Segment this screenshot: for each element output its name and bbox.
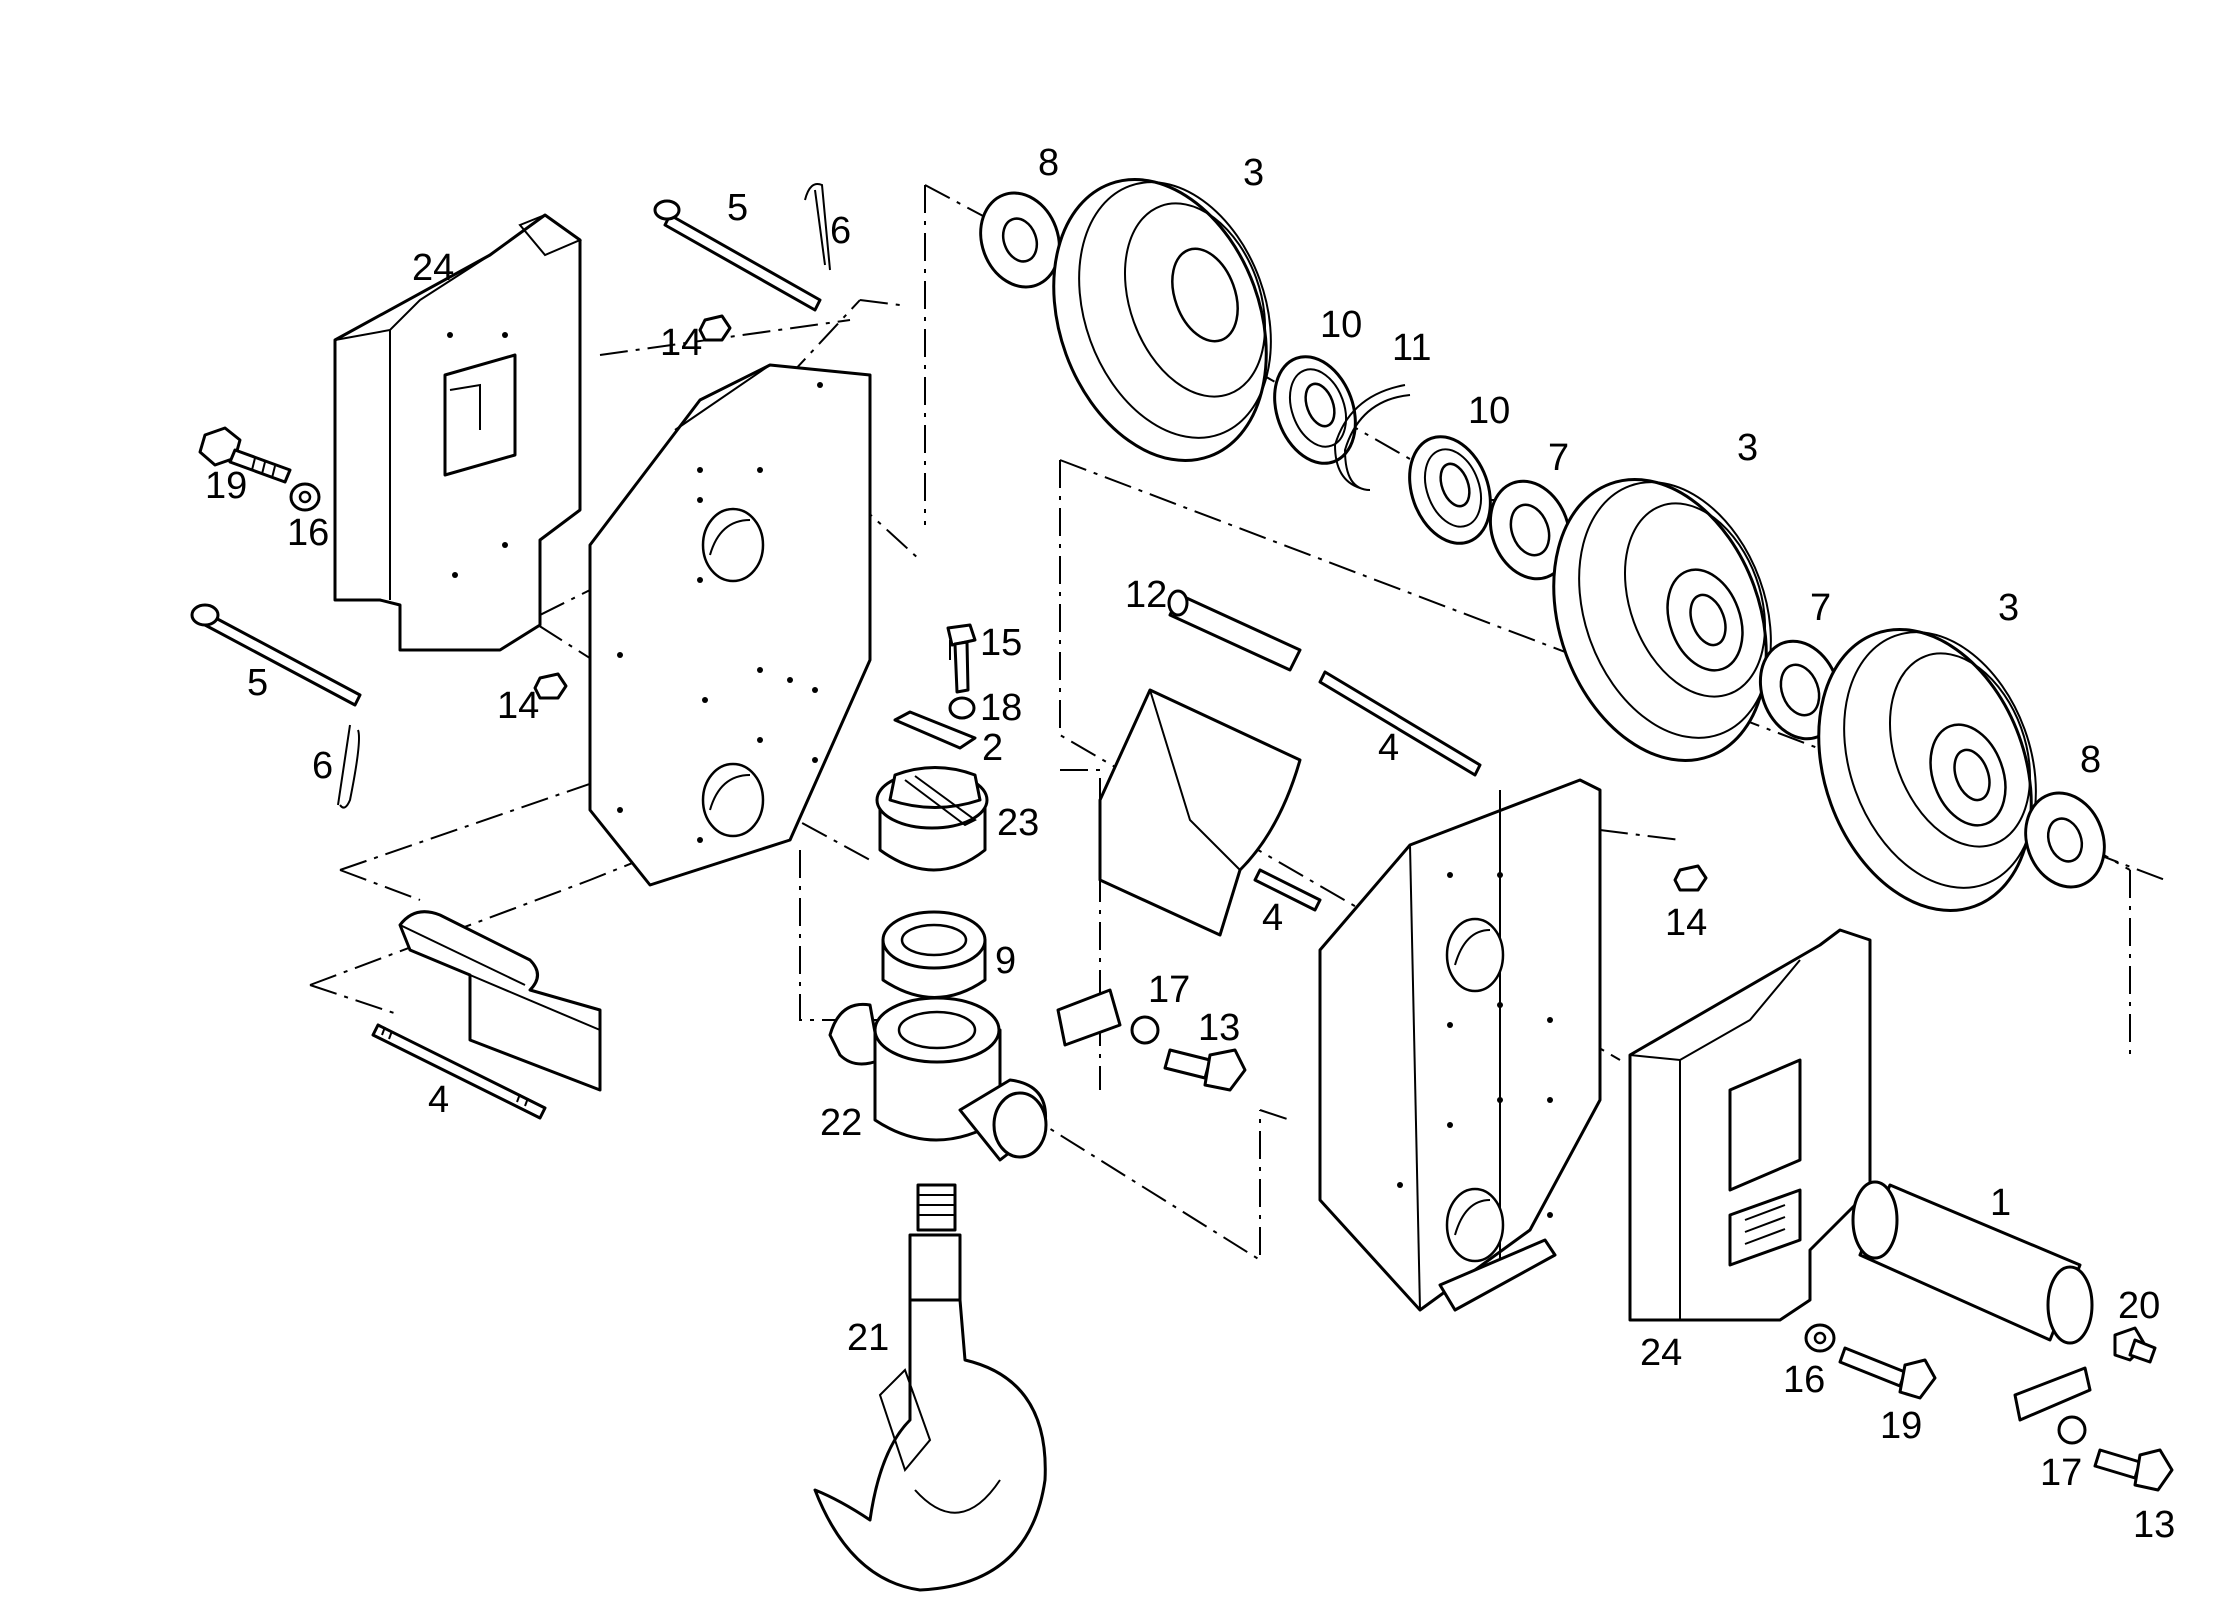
label-1: 1 xyxy=(1990,1182,2011,1224)
bolt-19-left xyxy=(198,426,292,484)
label-24-right: 24 xyxy=(1640,1332,1682,1374)
label-24-left: 24 xyxy=(412,247,454,289)
lock-plate-17-center xyxy=(1056,988,1122,1047)
lock-plate-17-right xyxy=(2013,1366,2092,1422)
label-14-middle: 14 xyxy=(497,685,539,727)
label-8-bottom: 8 xyxy=(2080,739,2101,781)
sheave-3-bottom xyxy=(1817,628,2037,912)
label-3-bottom: 3 xyxy=(1998,587,2019,629)
washer-17-center xyxy=(1130,1015,1160,1045)
label-16-left: 16 xyxy=(287,512,329,554)
split-pin-6-upper xyxy=(804,183,831,271)
nut-14-right xyxy=(1673,864,1708,892)
washer-16-right xyxy=(1804,1323,1836,1353)
label-8-top: 8 xyxy=(1038,142,1059,184)
label-12: 12 xyxy=(1125,574,1167,616)
sheave-3-middle xyxy=(1552,478,1772,762)
bolt-19-right xyxy=(1838,1346,1937,1400)
label-16-right: 16 xyxy=(1783,1359,1825,1401)
label-7-middle: 7 xyxy=(1810,587,1831,629)
axle-shaft-1 xyxy=(1851,1180,2094,1345)
label-17-center: 17 xyxy=(1148,969,1190,1011)
washer-16-left xyxy=(289,482,321,512)
sheave-3-top xyxy=(1052,178,1272,462)
label-6-upper: 6 xyxy=(830,210,851,252)
label-14-right: 14 xyxy=(1665,902,1707,944)
threaded-rod-4-upper-right xyxy=(1318,670,1482,777)
spacer-12 xyxy=(1167,589,1302,672)
plate-2 xyxy=(893,710,977,750)
washer-18 xyxy=(948,696,976,720)
bolt-13-center xyxy=(1163,1048,1247,1092)
bolt-13-right xyxy=(2093,1448,2174,1492)
label-5-upper: 5 xyxy=(727,187,748,229)
threaded-rod-4-left xyxy=(371,1023,547,1120)
bolt-5-lower xyxy=(190,603,362,707)
washer-17-right xyxy=(2057,1415,2087,1445)
spacer-ring-7-top xyxy=(1488,479,1572,581)
bolt-5-upper xyxy=(653,199,822,312)
label-6-lower: 6 xyxy=(312,745,333,787)
label-11: 11 xyxy=(1392,327,1431,369)
label-19-right: 19 xyxy=(1880,1405,1922,1447)
label-3-middle: 3 xyxy=(1737,427,1758,469)
label-4-center: 4 xyxy=(1262,897,1283,939)
label-22: 22 xyxy=(820,1102,862,1144)
rope-guard-right xyxy=(1098,688,1302,937)
thrust-washer-8-top xyxy=(979,191,1061,289)
circlip-11 xyxy=(1333,384,1411,491)
hook-21 xyxy=(813,1183,1047,1592)
label-10-top: 10 xyxy=(1320,304,1362,346)
label-19-left: 19 xyxy=(205,465,247,507)
label-21: 21 xyxy=(847,1317,889,1359)
label-15: 15 xyxy=(980,622,1022,664)
rope-guard-left xyxy=(398,910,602,1092)
label-14-upper: 14 xyxy=(660,322,702,364)
label-5-lower: 5 xyxy=(247,662,268,704)
label-4-left: 4 xyxy=(428,1079,449,1121)
label-3-top: 3 xyxy=(1243,152,1264,194)
label-18: 18 xyxy=(980,687,1022,729)
label-7-top: 7 xyxy=(1548,437,1569,479)
split-pin-6-lower xyxy=(337,724,360,809)
ball-bearing-10-top xyxy=(1273,355,1357,465)
threaded-rod-4-lower-right xyxy=(1253,868,1322,912)
label-2: 2 xyxy=(982,727,1003,769)
ball-bearing-10-middle xyxy=(1408,435,1492,545)
bearing-ring-9 xyxy=(881,910,987,999)
label-9: 9 xyxy=(995,940,1016,982)
crosshead-22 xyxy=(828,996,1048,1162)
nut-14-upper xyxy=(698,314,732,342)
side-block-right xyxy=(1628,928,1872,1322)
label-23: 23 xyxy=(997,802,1039,844)
side-block-left xyxy=(333,213,583,652)
nut-14-middle xyxy=(533,672,568,700)
label-20: 20 xyxy=(2118,1285,2160,1327)
label-10-middle: 10 xyxy=(1468,390,1510,432)
callout-labels: 1 2 3 3 3 4 4 4 5 5 6 6 7 7 8 8 9 10 10 … xyxy=(205,142,2175,1546)
grease-nipple-20 xyxy=(2113,1326,2157,1364)
side-plate-right xyxy=(1318,778,1602,1312)
label-13-center: 13 xyxy=(1198,1007,1240,1049)
label-4-right: 4 xyxy=(1378,727,1399,769)
label-13-right: 13 xyxy=(2133,1504,2175,1546)
thrust-washer-8-bottom xyxy=(2024,791,2106,889)
label-17-right: 17 xyxy=(2040,1452,2082,1494)
bolt-15 xyxy=(946,623,977,694)
side-plate-left xyxy=(588,363,872,887)
collar-23 xyxy=(875,766,989,872)
